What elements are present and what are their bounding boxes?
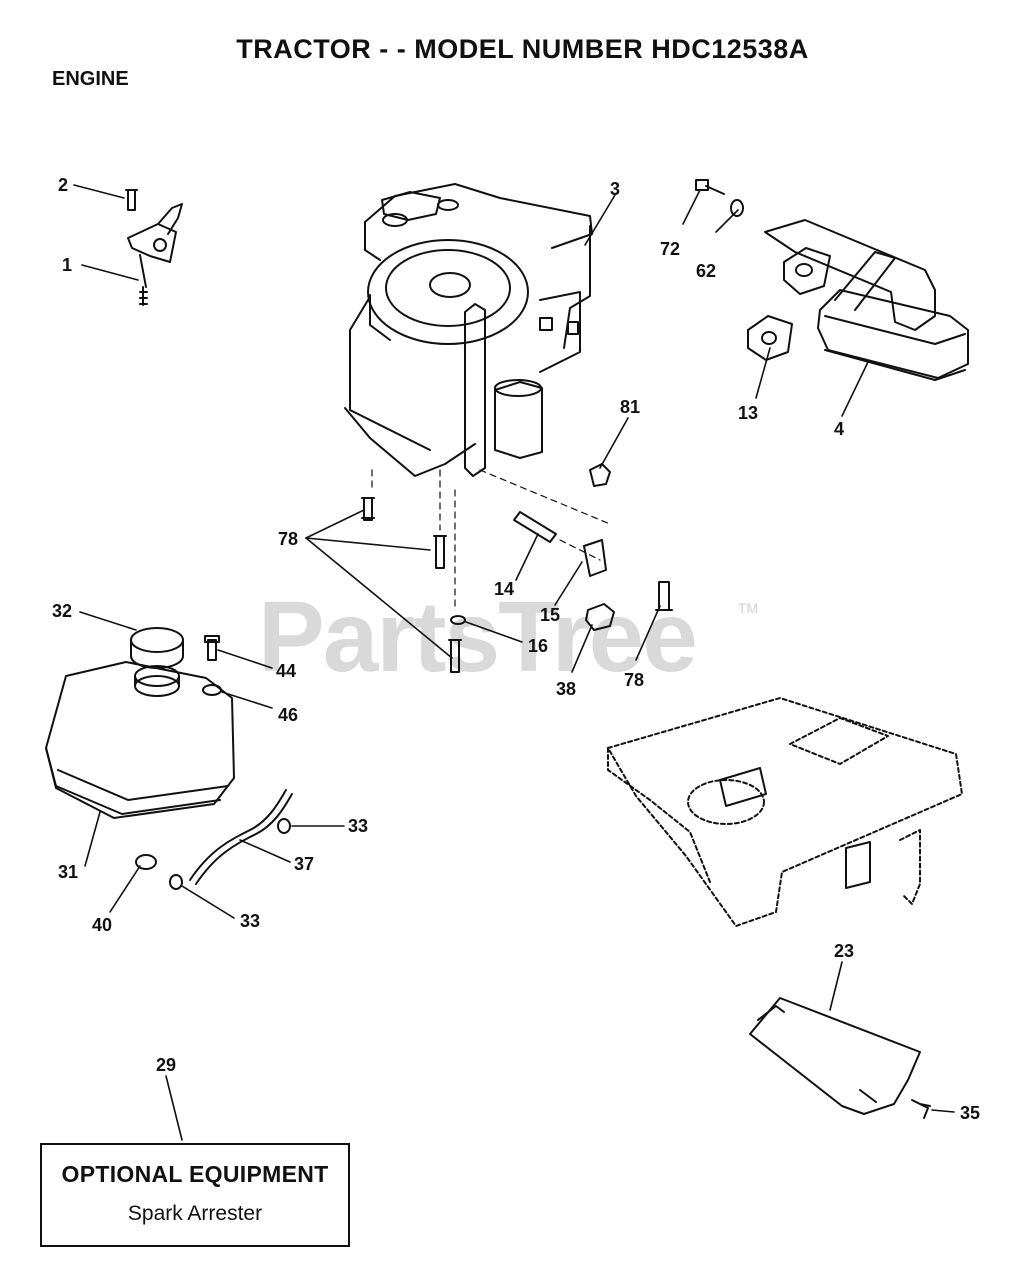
callout-14: 14 (494, 579, 515, 599)
callout-78-stud: 78 (624, 670, 645, 690)
callout-4: 4 (834, 419, 845, 439)
callout-15: 15 (540, 605, 561, 625)
callout-33-upper: 33 (348, 816, 369, 836)
callout-81: 81 (620, 397, 641, 417)
callout-62: 62 (696, 261, 717, 281)
callout-3: 3 (610, 179, 621, 199)
watermark-trademark: TM (738, 600, 759, 616)
callout-16: 16 (528, 636, 549, 656)
watermark: PartsTree (258, 581, 698, 693)
callout-13: 13 (738, 403, 759, 423)
callout-32: 32 (52, 601, 73, 621)
leader-lines (73, 184, 955, 1141)
callout-40: 40 (92, 915, 113, 935)
fasteners (361, 463, 673, 673)
optional-equipment-heading: OPTIONAL EQUIPMENT (61, 1161, 329, 1187)
muffler-part (695, 179, 969, 381)
optional-equipment-box: OPTIONAL EQUIPMENT Spark Arrester (40, 1143, 350, 1247)
page-title: TRACTOR - - MODEL NUMBER HDC12538A (236, 34, 809, 64)
callout-29: 29 (156, 1055, 177, 1075)
callout-35: 35 (960, 1103, 981, 1123)
callout-78-bolts: 78 (278, 529, 299, 549)
callout-72: 72 (660, 239, 681, 259)
callout-46: 46 (278, 705, 299, 725)
section-label: ENGINE (52, 68, 129, 90)
heat-shield-part (749, 997, 931, 1119)
callout-2: 2 (58, 175, 69, 195)
frame-part (607, 697, 963, 927)
callout-44: 44 (276, 661, 297, 681)
engine-part (344, 183, 593, 477)
callout-38: 38 (556, 679, 577, 699)
fuel-tank-part (45, 627, 293, 890)
optional-equipment-item: Spark Arrester (127, 1202, 263, 1225)
throttle-control-part (125, 189, 183, 306)
callout-1: 1 (62, 255, 73, 275)
callout-23: 23 (834, 941, 855, 961)
callout-33-lower: 33 (240, 911, 261, 931)
callout-31: 31 (58, 862, 79, 882)
callout-37: 37 (294, 854, 315, 874)
